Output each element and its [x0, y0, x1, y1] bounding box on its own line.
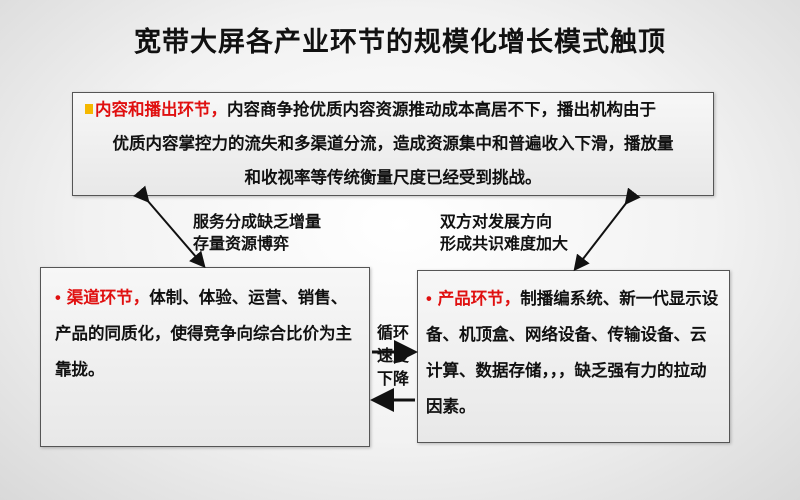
content-heading: 内容和播出环节，: [95, 101, 227, 119]
content-line: 和收视率等传统衡量尺度已经受到挑战。: [244, 169, 542, 187]
content-line: 内容商争抢优质内容资源推动成本高居不下，播出机构由于: [227, 101, 656, 119]
product-text: 制播编系统、新一代显示设备、机顶盒、网络设备、传输设备、云计算、数据存储，，，缺…: [426, 290, 719, 416]
bullet-icon: •: [55, 289, 61, 307]
right-link-label: 双方对发展方向形成共识难度加大: [440, 214, 569, 253]
channel-heading: 渠道环节，: [66, 289, 150, 307]
channel-text: 体制、体验、运营、销售、产品的同质化，使得竞争向综合比价为主靠拢。: [55, 289, 352, 379]
product-box: • 产品环节，制播编系统、新一代显示设备、机顶盒、网络设备、传输设备、云计算、数据…: [417, 270, 730, 443]
double-arrow-left: [133, 185, 206, 269]
bullet-icon: •: [426, 290, 432, 308]
content-broadcast-box: 内容和播出环节，内容商争抢优质内容资源推动成本高居不下，播出机构由于 优质内容掌…: [72, 92, 714, 196]
left-link-label: 服务分成缺乏增量存量资源博弈: [193, 214, 322, 253]
bullet-icon: [85, 104, 93, 114]
slide-title: 宽带大屏各产业环节的规模化增长模式触顶: [134, 27, 666, 57]
double-arrow-right: [573, 187, 641, 272]
product-heading: 产品环节，: [437, 290, 521, 308]
content-line: 优质内容掌控力的流失和多渠道分流，造成资源集中和普遍收入下滑，播放量: [112, 135, 674, 153]
